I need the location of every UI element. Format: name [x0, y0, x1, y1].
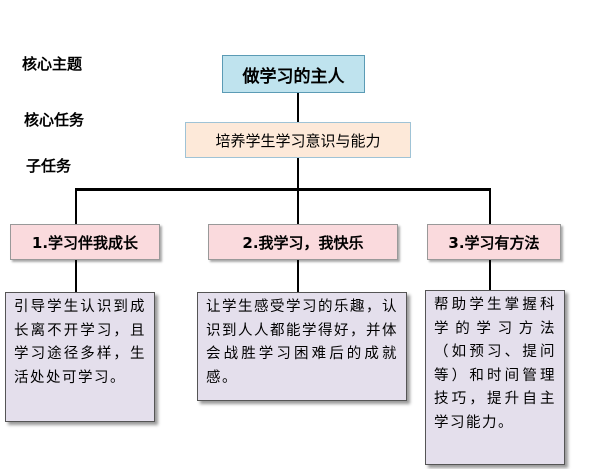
subtask-1-description: 引导学生认识到成长离不开学习，且学习途径多样，生活处处可学习。 [5, 292, 155, 422]
connector-task-bar [297, 158, 299, 189]
subtask-2-box: 2.我学习，我快乐 [208, 224, 398, 260]
core-task-box: 培养学生学习意识与能力 [185, 122, 411, 158]
connector-desc-1 [75, 260, 77, 292]
branch-bar [75, 188, 491, 191]
subtask-label: 子任务 [26, 157, 72, 175]
connector-desc-3 [489, 260, 491, 290]
connector-desc-2 [297, 260, 299, 292]
subtask-3-box: 3.学习有方法 [427, 224, 561, 260]
core-theme-label: 核心主题 [22, 55, 83, 73]
connector-drop-1 [75, 188, 77, 225]
connector-theme-task [297, 93, 299, 122]
connector-drop-3 [489, 188, 491, 224]
core-task-label: 核心任务 [24, 111, 85, 129]
subtask-1-box: 1.学习伴我成长 [10, 224, 160, 260]
subtask-3-description: 帮助学生掌握科学的学习方法（如预习、提问等）和时间管理技巧，提升自主学习能力。 [425, 290, 565, 465]
subtask-2-description: 让学生感受学习的乐趣，认识到人人都能学得好，并体会战胜学习困难后的成就感。 [197, 292, 407, 401]
connector-drop-2 [297, 188, 299, 225]
core-theme-box: 做学习的主人 [222, 55, 365, 93]
